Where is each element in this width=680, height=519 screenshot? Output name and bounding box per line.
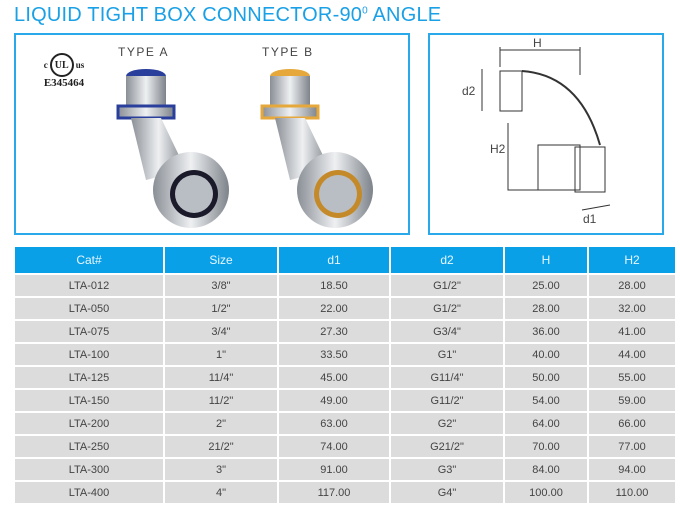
cert-number: E345464 [43, 77, 85, 89]
col-h: H [503, 247, 588, 274]
col-size: Size [163, 247, 278, 274]
svg-text:H2: H2 [490, 142, 506, 156]
ul-logo-icon: UL [49, 53, 74, 77]
type-a-label: TYPE A [118, 45, 170, 59]
page-title: LIQUID TIGHT BOX CONNECTOR-900 ANGLE [14, 4, 442, 26]
dimension-diagram-panel: H d2 H2 d1 [428, 33, 664, 235]
svg-text:d2: d2 [462, 84, 476, 98]
dimension-diagram: H d2 H2 d1 [462, 36, 611, 226]
col-cat: Cat# [15, 247, 164, 274]
type-a-connector-image [116, 69, 229, 228]
type-b-label: TYPE B [262, 45, 314, 59]
svg-text:d1: d1 [583, 212, 597, 226]
col-d1: d1 [277, 247, 390, 274]
svg-text:H: H [533, 36, 542, 50]
col-h2: H2 [587, 247, 675, 274]
col-d2: d2 [389, 247, 504, 274]
type-b-connector-image [260, 69, 373, 228]
